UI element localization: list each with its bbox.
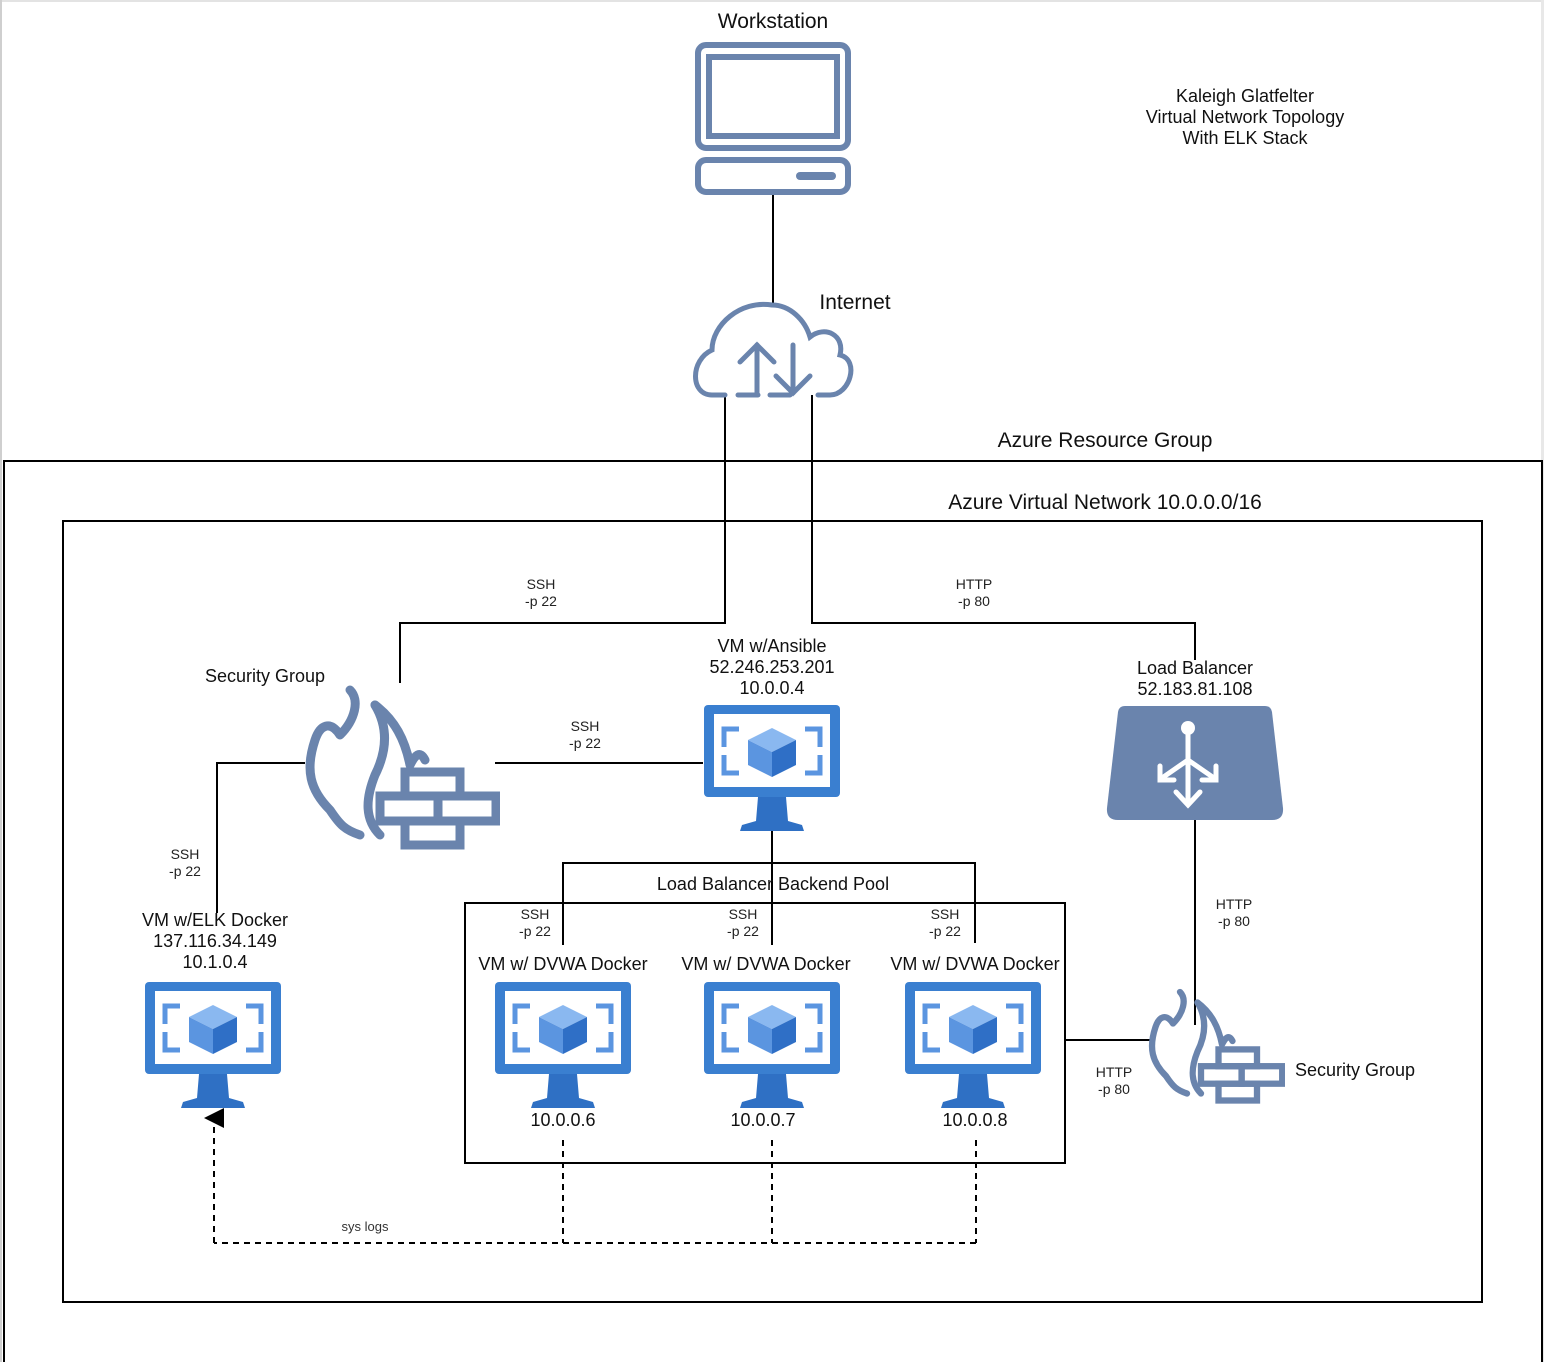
elk-vm-private-ip: 10.1.0.4 <box>182 952 248 973</box>
author-name: Kaleigh Glatfelter <box>1175 86 1315 106</box>
firewall-icon <box>1152 992 1282 1101</box>
azure-virtual-network-box <box>62 520 1483 1303</box>
elk-vm-public-ip: 137.116.34.149 <box>153 931 277 952</box>
syslogs-label: sys logs <box>341 1219 389 1234</box>
backend-pool-box <box>464 902 1066 1164</box>
backend-pool-label: Load Balancer Backend Pool <box>656 874 890 894</box>
web1-vm-private-ip: 10.0.0.6 <box>530 1110 596 1130</box>
desktop-computer-icon <box>695 42 851 195</box>
load-balancer-public-ip: 52.183.81.108 <box>1137 679 1253 700</box>
azure-resource-group-box <box>3 460 1543 1362</box>
load-balancer-name: Load Balancer <box>1136 658 1254 678</box>
elk-vm-label: VM w/ELK Docker 137.116.34.149 10.1.0.4 <box>115 910 315 974</box>
web1-vm-name: VM w/ DVWA Docker <box>478 954 648 974</box>
jumpbox-to-web1-port-label: SSH -p 22 <box>519 906 551 939</box>
jumpbox-private-ip: 10.0.0.4 <box>739 678 805 699</box>
web2-vm-icon[interactable] <box>704 982 840 1108</box>
security-group-to-elk-line <box>216 762 305 913</box>
firewall-icon <box>310 690 496 845</box>
elk-vm-name: VM w/ELK Docker <box>141 910 289 930</box>
diagram-title: Virtual Network Topology <box>1145 107 1345 128</box>
web3-vm-name: VM w/ DVWA Docker <box>890 954 1060 974</box>
security-group-left-label: Security Group <box>204 666 326 686</box>
web3-vm-icon[interactable] <box>905 982 1041 1108</box>
jumpbox-to-web3-port-label: SSH -p 22 <box>929 906 961 939</box>
internet-label: Internet <box>819 291 891 314</box>
web1-vm-icon[interactable] <box>495 982 631 1108</box>
web3-vm-private-ip: 10.0.0.8 <box>942 1110 1008 1130</box>
jumpbox-vm-icon[interactable] <box>704 705 840 831</box>
web2-vm-name: VM w/ DVWA Docker <box>681 954 851 974</box>
sg-to-pool-port-label: HTTP -p 80 <box>1095 1064 1133 1097</box>
web2-vm-private-ip: 10.0.0.7 <box>730 1110 796 1130</box>
internet-to-security-group-line <box>399 395 726 683</box>
jumpbox-label: VM w/Ansible 52.246.253.201 10.0.0.4 <box>672 636 872 700</box>
jumpbox-name: VM w/Ansible <box>717 636 827 656</box>
resource-group-label: Azure Resource Group <box>997 429 1213 452</box>
internet-to-sg-port-label: SSH -p 22 <box>525 576 557 609</box>
window-left-edge <box>0 0 2 1362</box>
window-top-edge <box>0 0 1544 2</box>
load-balancer-icon <box>1106 706 1284 820</box>
sg-to-jumpbox-port-label: SSH -p 22 <box>569 718 601 751</box>
diagram-title-block: Kaleigh Glatfelter Virtual Network Topol… <box>1115 86 1375 150</box>
jumpbox-to-web2-port-label: SSH -p 22 <box>727 906 759 939</box>
workstation-label: Workstation <box>717 10 829 33</box>
elk-vm-icon[interactable] <box>145 982 281 1108</box>
internet-to-load-balancer-line <box>811 395 1196 660</box>
jumpbox-ssh-bus-line <box>562 862 976 945</box>
sg-to-elk-port-label: SSH -p 22 <box>169 846 201 879</box>
diagram-subtitle: With ELK Stack <box>1182 128 1308 149</box>
virtual-network-label: Azure Virtual Network 10.0.0.0/16 <box>948 491 1262 514</box>
load-balancer-label: Load Balancer 52.183.81.108 <box>1095 658 1295 700</box>
jumpbox-public-ip: 52.246.253.201 <box>709 657 835 678</box>
cloud-upload-download-icon <box>693 301 854 398</box>
lb-to-sg-port-label: HTTP -p 80 <box>1215 896 1253 929</box>
internet-to-lb-port-label: HTTP -p 80 <box>955 576 993 609</box>
security-group-right-label: Security Group <box>1294 1060 1416 1080</box>
